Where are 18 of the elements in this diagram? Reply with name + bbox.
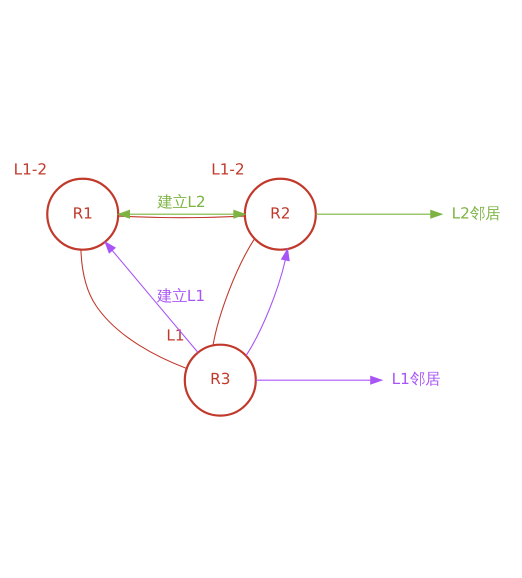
arrow [116, 210, 246, 219]
edge-label: 建立L1 [156, 287, 205, 306]
arrow [245, 248, 290, 356]
connector [80, 250, 186, 369]
node-label: L1 [166, 326, 184, 345]
arrow [104, 240, 198, 353]
node-label: L1-2 [210, 160, 244, 179]
node-circle: R1 [46, 178, 119, 251]
edge-label: 建立L2 [156, 192, 206, 211]
node-label: L1-2 [13, 160, 47, 179]
node-circle: R2 [243, 178, 316, 251]
arrow [255, 376, 383, 385]
arrow [315, 210, 443, 219]
connector [118, 216, 244, 218]
node-circle: R3 [183, 344, 256, 417]
connector [212, 238, 254, 346]
node-text: L1邻居 [391, 370, 440, 388]
node-text: L2邻居 [451, 204, 500, 222]
